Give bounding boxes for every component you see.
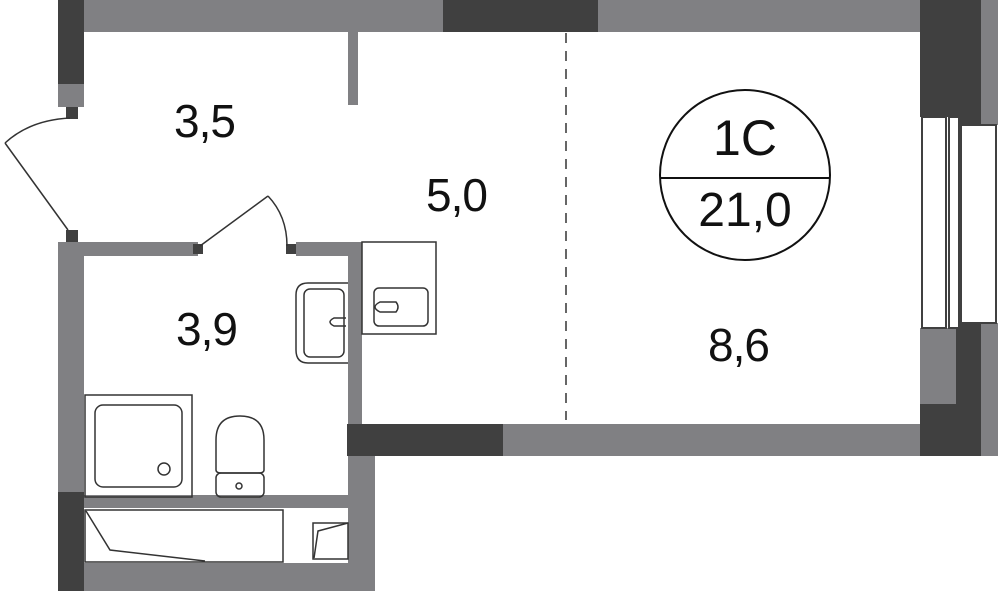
wall-right-lower-bearing <box>956 323 981 456</box>
wall-bottom <box>503 424 923 456</box>
bathroom-divider <box>84 495 348 508</box>
wall-right-outer <box>981 0 998 125</box>
wall-left-top-bearing <box>58 0 84 84</box>
washing-machine-icon <box>312 522 349 560</box>
bathroom-door-icon <box>199 195 288 247</box>
wall-bathroom-bottom <box>84 563 375 591</box>
bathtub-icon <box>84 509 284 563</box>
window-icon <box>921 116 997 329</box>
wall-bathroom-right <box>348 242 362 424</box>
wall-bottom-bearing <box>347 424 503 456</box>
wall-bathroom-top <box>296 242 362 256</box>
wall-right-bearing <box>920 0 956 117</box>
wall-bathroom-top <box>58 242 198 256</box>
wall-right-lower-bearing <box>920 404 956 456</box>
badge-divider <box>661 177 829 179</box>
wall-right-lower <box>920 328 956 404</box>
wall-top-bearing <box>443 0 598 32</box>
room-area-bathroom: 3,9 <box>176 303 238 355</box>
wall-right-bearing <box>956 0 981 125</box>
room-area-living: 8,6 <box>708 319 770 371</box>
entry-door-icon <box>4 117 71 231</box>
apartment-type: 1С <box>713 110 777 166</box>
kitchen-sink-icon <box>361 241 437 335</box>
door-jamb <box>193 244 203 254</box>
wall-bathroom-left-bearing <box>58 492 84 591</box>
apartment-total-area: 21,0 <box>698 184 792 237</box>
wall-bathroom-left <box>58 242 84 492</box>
door-jamb <box>66 230 78 242</box>
room-area-kitchen: 5,0 <box>426 169 488 221</box>
sink-icon <box>295 282 348 364</box>
wall-left-top <box>58 84 84 107</box>
apartment-badge: 1С 21,0 <box>659 89 831 261</box>
wall-right-lower-outer <box>981 323 998 456</box>
partition-stub <box>348 32 358 105</box>
door-jamb <box>286 244 296 254</box>
shower-icon <box>84 394 193 498</box>
toilet-icon <box>215 415 265 498</box>
room-area-hallway: 3,5 <box>174 95 236 147</box>
door-jamb <box>66 107 78 119</box>
